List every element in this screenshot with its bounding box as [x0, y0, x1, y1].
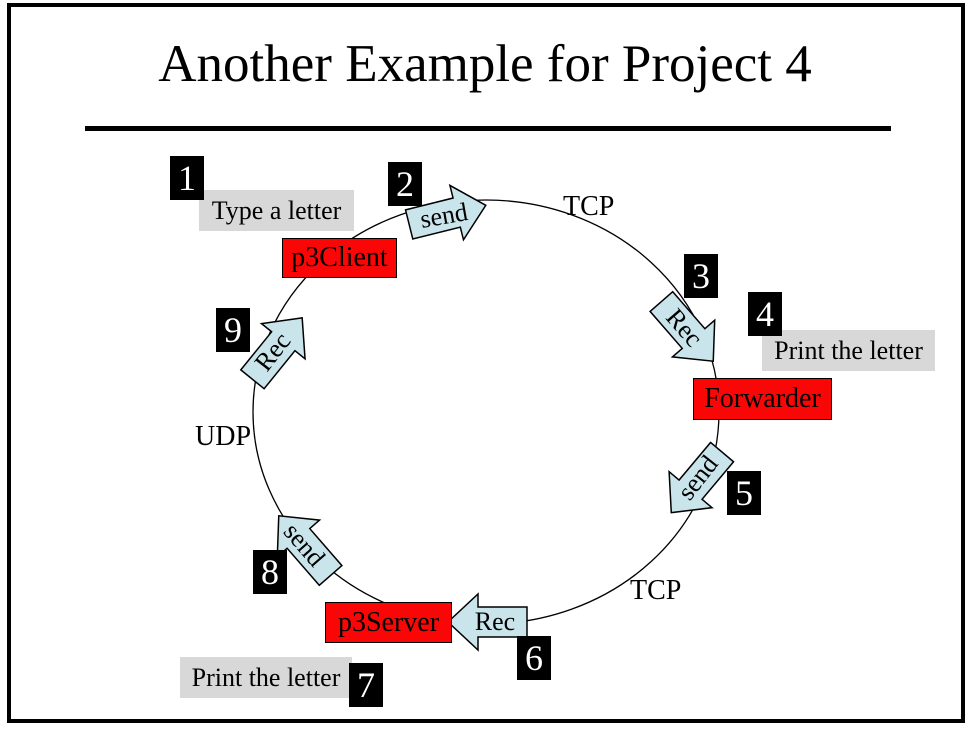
action-label-print-letter-forwarder: Print the letter	[762, 330, 935, 371]
arrow-label-rec-6: Rec	[474, 607, 516, 636]
rec-arrow-step9	[239, 317, 306, 390]
step-badge-6: 6	[517, 636, 551, 680]
step-badge-9: 9	[216, 308, 250, 352]
send-arrow-step8	[276, 514, 343, 587]
node-p3server: p3Server	[325, 602, 452, 643]
slide-border	[7, 3, 965, 723]
title-underline	[85, 126, 891, 131]
step-badge-1: 1	[170, 156, 204, 200]
rec-arrow-step6	[446, 592, 528, 652]
step-badge-2: 2	[388, 162, 422, 206]
slide-title: Another Example for Project 4	[158, 35, 812, 93]
send-arrow-step2	[404, 183, 487, 242]
step-badge-7: 7	[349, 663, 383, 707]
rec-arrow-step3	[649, 290, 716, 363]
step-badge-8: 8	[253, 550, 287, 594]
protocol-label-tcp-bottom: TCP	[630, 575, 682, 606]
action-label-print-letter-server: Print the letter	[180, 657, 352, 698]
action-label-type-letter: Type a letter	[199, 190, 354, 231]
step-badge-3: 3	[684, 254, 718, 298]
node-p3client: p3Client	[282, 238, 397, 278]
send-arrow-step5	[668, 441, 735, 514]
protocol-label-udp: UDP	[195, 421, 252, 452]
node-forwarder: Forwarder	[693, 378, 832, 420]
protocol-label-tcp-top: TCP	[563, 191, 615, 222]
step-badge-5: 5	[727, 471, 761, 515]
step-badge-4: 4	[748, 292, 782, 336]
